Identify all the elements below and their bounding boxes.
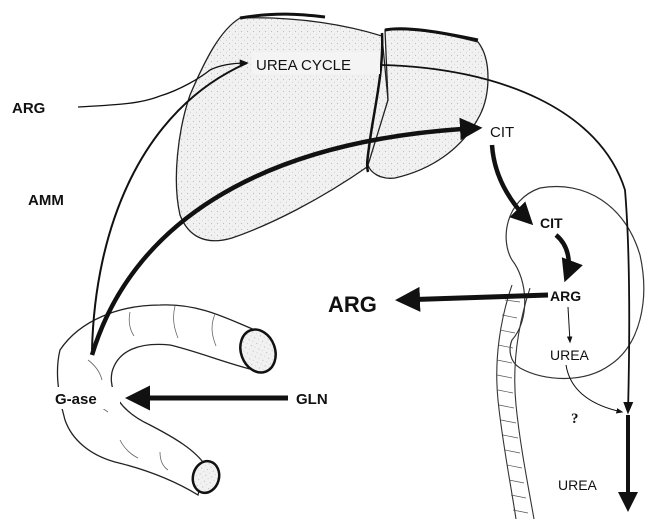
- liver-left-lobe: [176, 18, 388, 241]
- label-amm: AMM: [28, 192, 64, 209]
- label-cit-liver: CIT: [490, 124, 514, 141]
- label-gln: GLN: [296, 391, 328, 408]
- label-arg-kidney: ARG: [550, 288, 581, 304]
- liver-organ: [176, 14, 488, 241]
- label-urea-kidney: UREA: [550, 347, 590, 363]
- label-arg-output: ARG: [328, 292, 377, 317]
- label-urea-output: UREA: [558, 477, 598, 493]
- label-cit-kidney: CIT: [540, 215, 563, 231]
- label-gase: G-ase: [55, 391, 97, 408]
- label-question-mark: ?: [571, 411, 579, 427]
- label-urea-cycle: UREA CYCLE: [256, 57, 351, 74]
- label-arg-left: ARG: [12, 100, 45, 117]
